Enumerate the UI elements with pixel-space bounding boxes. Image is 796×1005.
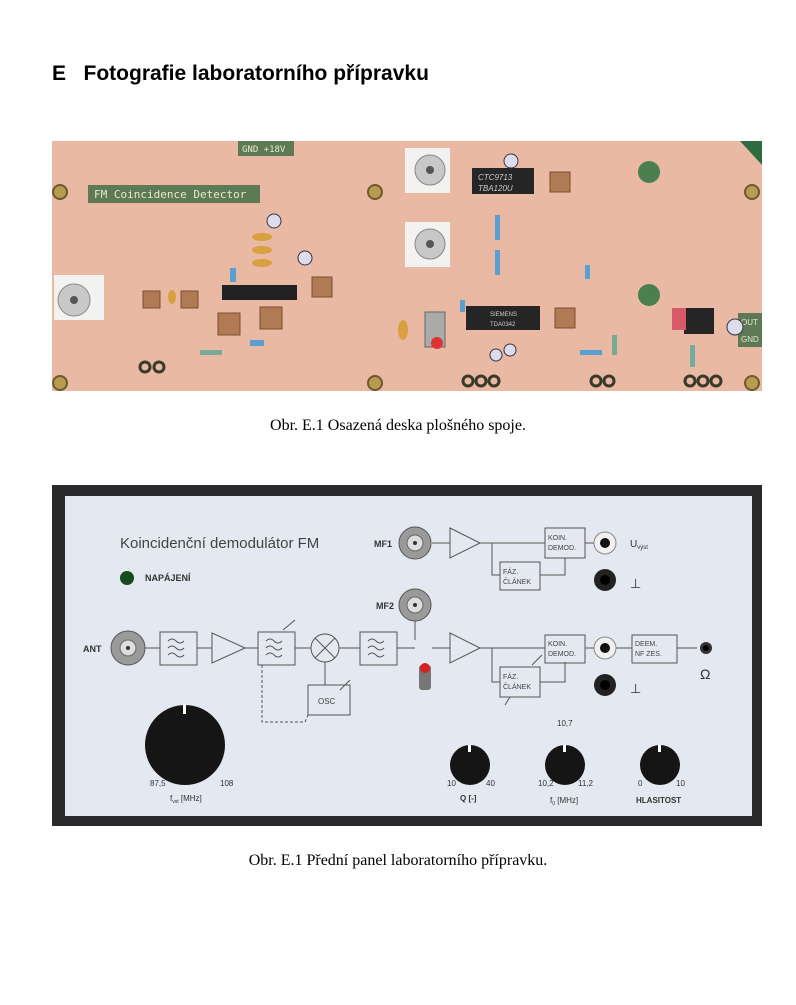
banana-jacks	[593, 531, 712, 696]
mf1-label: MF1	[374, 539, 392, 549]
ic2-text-2: TDA0342	[490, 322, 516, 328]
ic1-text: CTC9713	[478, 173, 513, 182]
tuning-label: fvst [MHz]	[170, 794, 202, 805]
bnc-connectors	[110, 526, 432, 666]
ic-strip	[222, 285, 297, 300]
f0-max: 11,2	[578, 779, 594, 788]
trimmers	[142, 171, 576, 336]
electrolytic-caps	[266, 153, 744, 362]
panel-title: Koincidenční demodulátor FM	[120, 535, 319, 552]
u-out-label: Uvýst	[630, 539, 648, 551]
deem-nf-zes: DEEM.	[635, 641, 657, 648]
q-label: Q [-]	[460, 794, 477, 803]
koin-demod-2: KOIN.	[548, 641, 567, 648]
volume-max: 10	[676, 779, 685, 788]
q-knob	[450, 745, 490, 785]
solder-pads	[138, 360, 723, 388]
headphones-icon: Ω	[700, 666, 710, 682]
ic-amp	[684, 308, 714, 334]
power-led-label: NAPÁJENÍ	[145, 573, 191, 583]
koin-demod-2b: DEMOD.	[548, 651, 576, 658]
volume-min: 0	[638, 779, 643, 788]
front-panel-photo: Koincidenční demodulátor FM NAPÁJENÍ MF1…	[52, 485, 762, 826]
faz-clanek-2b: ČLÁNEK	[503, 682, 531, 691]
faz-clanek-1b: ČLÁNEK	[503, 577, 531, 586]
faz-clanek-2: FÁZ.	[503, 672, 518, 681]
gnd-label: GND	[741, 335, 759, 344]
ant-label: ANT	[83, 644, 102, 654]
power-led	[120, 571, 134, 585]
resistors	[200, 215, 695, 367]
q-min: 10	[447, 779, 456, 788]
ic-tba120u	[472, 168, 534, 194]
figure2-caption: Obr. E.1 Přední panel laboratorního příp…	[248, 852, 548, 869]
section-heading: E Fotografie laboratorního přípravku	[52, 62, 429, 86]
block-diagram	[145, 527, 697, 723]
osc-label: OSC	[318, 697, 336, 706]
out-label: OUT	[741, 318, 758, 327]
volume-knob	[640, 745, 680, 785]
ground-symbol: ⊥	[630, 576, 641, 591]
tuning-knob	[145, 704, 225, 785]
section-title: Fotografie laboratorního přípravku	[83, 62, 429, 85]
pcb-photo: FM Coincidence Detector GND +18V OUT GND…	[52, 141, 762, 391]
ic1-text-2: TBA120U	[478, 184, 513, 193]
section-letter: E	[52, 62, 67, 85]
tuning-min: 87,5	[150, 779, 166, 788]
volume-label: HLASITOST	[636, 796, 681, 805]
bnc-connectors	[54, 148, 450, 320]
koin-demod-1: KOIN.	[548, 535, 567, 542]
board-title-label: FM Coincidence Detector	[94, 188, 247, 201]
tuning-max: 108	[220, 779, 234, 788]
ground-symbol: ⊥	[630, 681, 641, 696]
capacitors	[168, 233, 408, 340]
ic2-text: SIEMENS	[490, 312, 517, 318]
f0-min: 10,2	[538, 779, 554, 788]
f0-knob	[545, 745, 585, 785]
deem-nf-zes-b: NF ZES.	[635, 651, 662, 658]
power-label: GND +18V	[242, 145, 286, 155]
faz-clanek-1: FÁZ.	[503, 567, 518, 576]
q-max: 40	[486, 779, 495, 788]
mf2-label: MF2	[376, 601, 394, 611]
figure1-caption: Obr. E.1 Osazená deska plošného spoje.	[270, 417, 526, 434]
koin-demod-1b: DEMOD.	[548, 545, 576, 552]
ic-tda	[466, 306, 540, 330]
pads	[638, 161, 660, 306]
f0-label: f0 [MHz]	[550, 796, 578, 807]
f0-mid: 10,7	[557, 719, 573, 728]
mounting-holes	[52, 184, 760, 391]
